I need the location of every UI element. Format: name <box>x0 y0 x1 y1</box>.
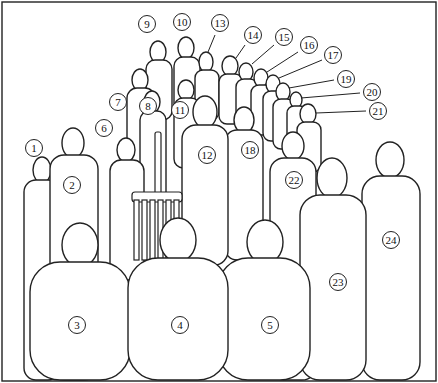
callout-number: 13 <box>211 14 229 32</box>
person-silhouette <box>362 142 420 380</box>
callout-number: 3 <box>68 316 86 334</box>
callout-number: 10 <box>173 13 191 31</box>
callout-number: 7 <box>109 93 127 111</box>
callout-number: 22 <box>285 171 303 189</box>
callout-number: 24 <box>382 231 400 249</box>
callout-number: 23 <box>329 273 347 291</box>
callout-number: 6 <box>95 119 113 137</box>
callout-number: 11 <box>171 101 189 119</box>
person-silhouette <box>128 218 228 380</box>
leader-lines <box>208 35 366 113</box>
callout-number: 17 <box>324 46 342 64</box>
callout-number: 20 <box>363 83 381 101</box>
callout-number: 9 <box>138 15 156 33</box>
callout-number: 8 <box>139 97 157 115</box>
person-silhouette <box>110 138 144 280</box>
callout-number: 2 <box>63 176 81 194</box>
callout-number: 12 <box>198 146 216 164</box>
callout-number: 5 <box>261 316 279 334</box>
callout-number: 19 <box>337 70 355 88</box>
callout-number: 4 <box>171 316 189 334</box>
person-silhouette <box>30 223 130 380</box>
callout-number: 1 <box>25 139 43 157</box>
person-silhouette <box>218 220 310 380</box>
callout-number: 21 <box>369 102 387 120</box>
callout-number: 14 <box>244 26 262 44</box>
callout-number: 16 <box>300 36 318 54</box>
callout-number: 15 <box>275 28 293 46</box>
callout-number: 18 <box>241 141 259 159</box>
